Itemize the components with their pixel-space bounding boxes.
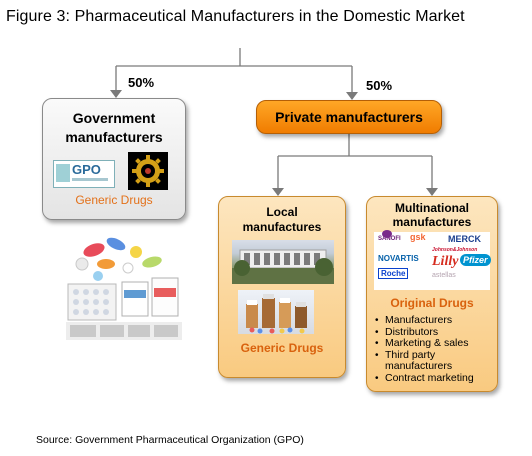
multinational-title: Multinational manufactures	[367, 201, 497, 229]
company-logos-panel: SANOFI gsk MERCK NOVARTIS Johnson&Johnso…	[374, 230, 491, 290]
list-item: Contract marketing	[375, 372, 474, 385]
sanofi-logo: SANOFI	[378, 236, 401, 242]
building-image	[232, 249, 334, 284]
private-arrowhead	[346, 92, 358, 100]
multinational-title-line1: Multinational	[395, 201, 469, 215]
bottles-image	[246, 294, 307, 334]
government-title: Government manufacturers	[43, 109, 185, 147]
list-item: Distributors	[375, 326, 474, 339]
government-generic-drugs-label: Generic Drugs	[75, 193, 153, 207]
local-title-line2: manufactures	[242, 220, 322, 234]
pills-photo	[64, 232, 184, 342]
pfizer-logo: Pfizer	[460, 254, 491, 266]
figure-title: Figure 3: Pharmaceutical Manufacturers i…	[6, 8, 465, 25]
local-arrowhead	[272, 188, 284, 196]
gpo-emblem-icon	[56, 164, 70, 182]
government-title-line1: Government	[72, 110, 156, 126]
pills-image	[66, 237, 182, 340]
private-manufacturers-box: Private manufacturers	[256, 100, 442, 134]
military-gear-logo	[128, 152, 168, 190]
private-title: Private manufacturers	[275, 109, 423, 125]
list-item: Manufacturers	[375, 314, 474, 327]
multinational-title-line2: manufactures	[392, 215, 472, 229]
novartis-logo: NOVARTIS	[378, 254, 419, 263]
gpo-logo: GPO	[53, 160, 115, 188]
private-share-label: 50%	[366, 78, 393, 93]
original-drugs-label: Original Drugs	[390, 296, 474, 310]
local-generic-drugs-label: Generic Drugs	[240, 341, 324, 355]
merck-logo: MERCK	[448, 234, 481, 244]
johnson-and-johnson-logo: Johnson&Johnson	[432, 247, 478, 253]
medicine-bottles-photo	[238, 290, 314, 334]
astellas-logo: astellas	[432, 272, 456, 279]
factory-building-photo	[232, 240, 334, 284]
sanofi-icon	[382, 230, 392, 238]
list-item: Third party	[375, 349, 474, 362]
multinational-activity-list: Manufacturers Distributors Marketing & s…	[375, 314, 474, 385]
lilly-logo: Lilly	[432, 254, 459, 269]
government-share-label: 50%	[128, 75, 155, 90]
gsk-logo: gsk	[410, 232, 426, 242]
list-item-continuation: manufacturers	[385, 360, 453, 372]
multi-arrowhead	[426, 188, 438, 196]
gpo-logo-text: GPO	[72, 162, 101, 177]
local-manufactures-box: Local manufactures Generic Drugs	[218, 196, 346, 378]
multinational-manufactures-box: Multinational manufactures Original Drug…	[366, 196, 498, 392]
gov-arrowhead	[110, 90, 122, 98]
list-item: Marketing & sales	[375, 337, 474, 350]
gear-emblem-icon	[132, 155, 164, 187]
roche-logo: Roche	[378, 268, 409, 279]
local-title: Local manufactures	[219, 205, 345, 235]
government-title-line2: manufacturers	[65, 129, 163, 145]
local-title-line1: Local	[266, 205, 298, 219]
source-note: Source: Government Pharmaceutical Organi…	[36, 434, 304, 446]
